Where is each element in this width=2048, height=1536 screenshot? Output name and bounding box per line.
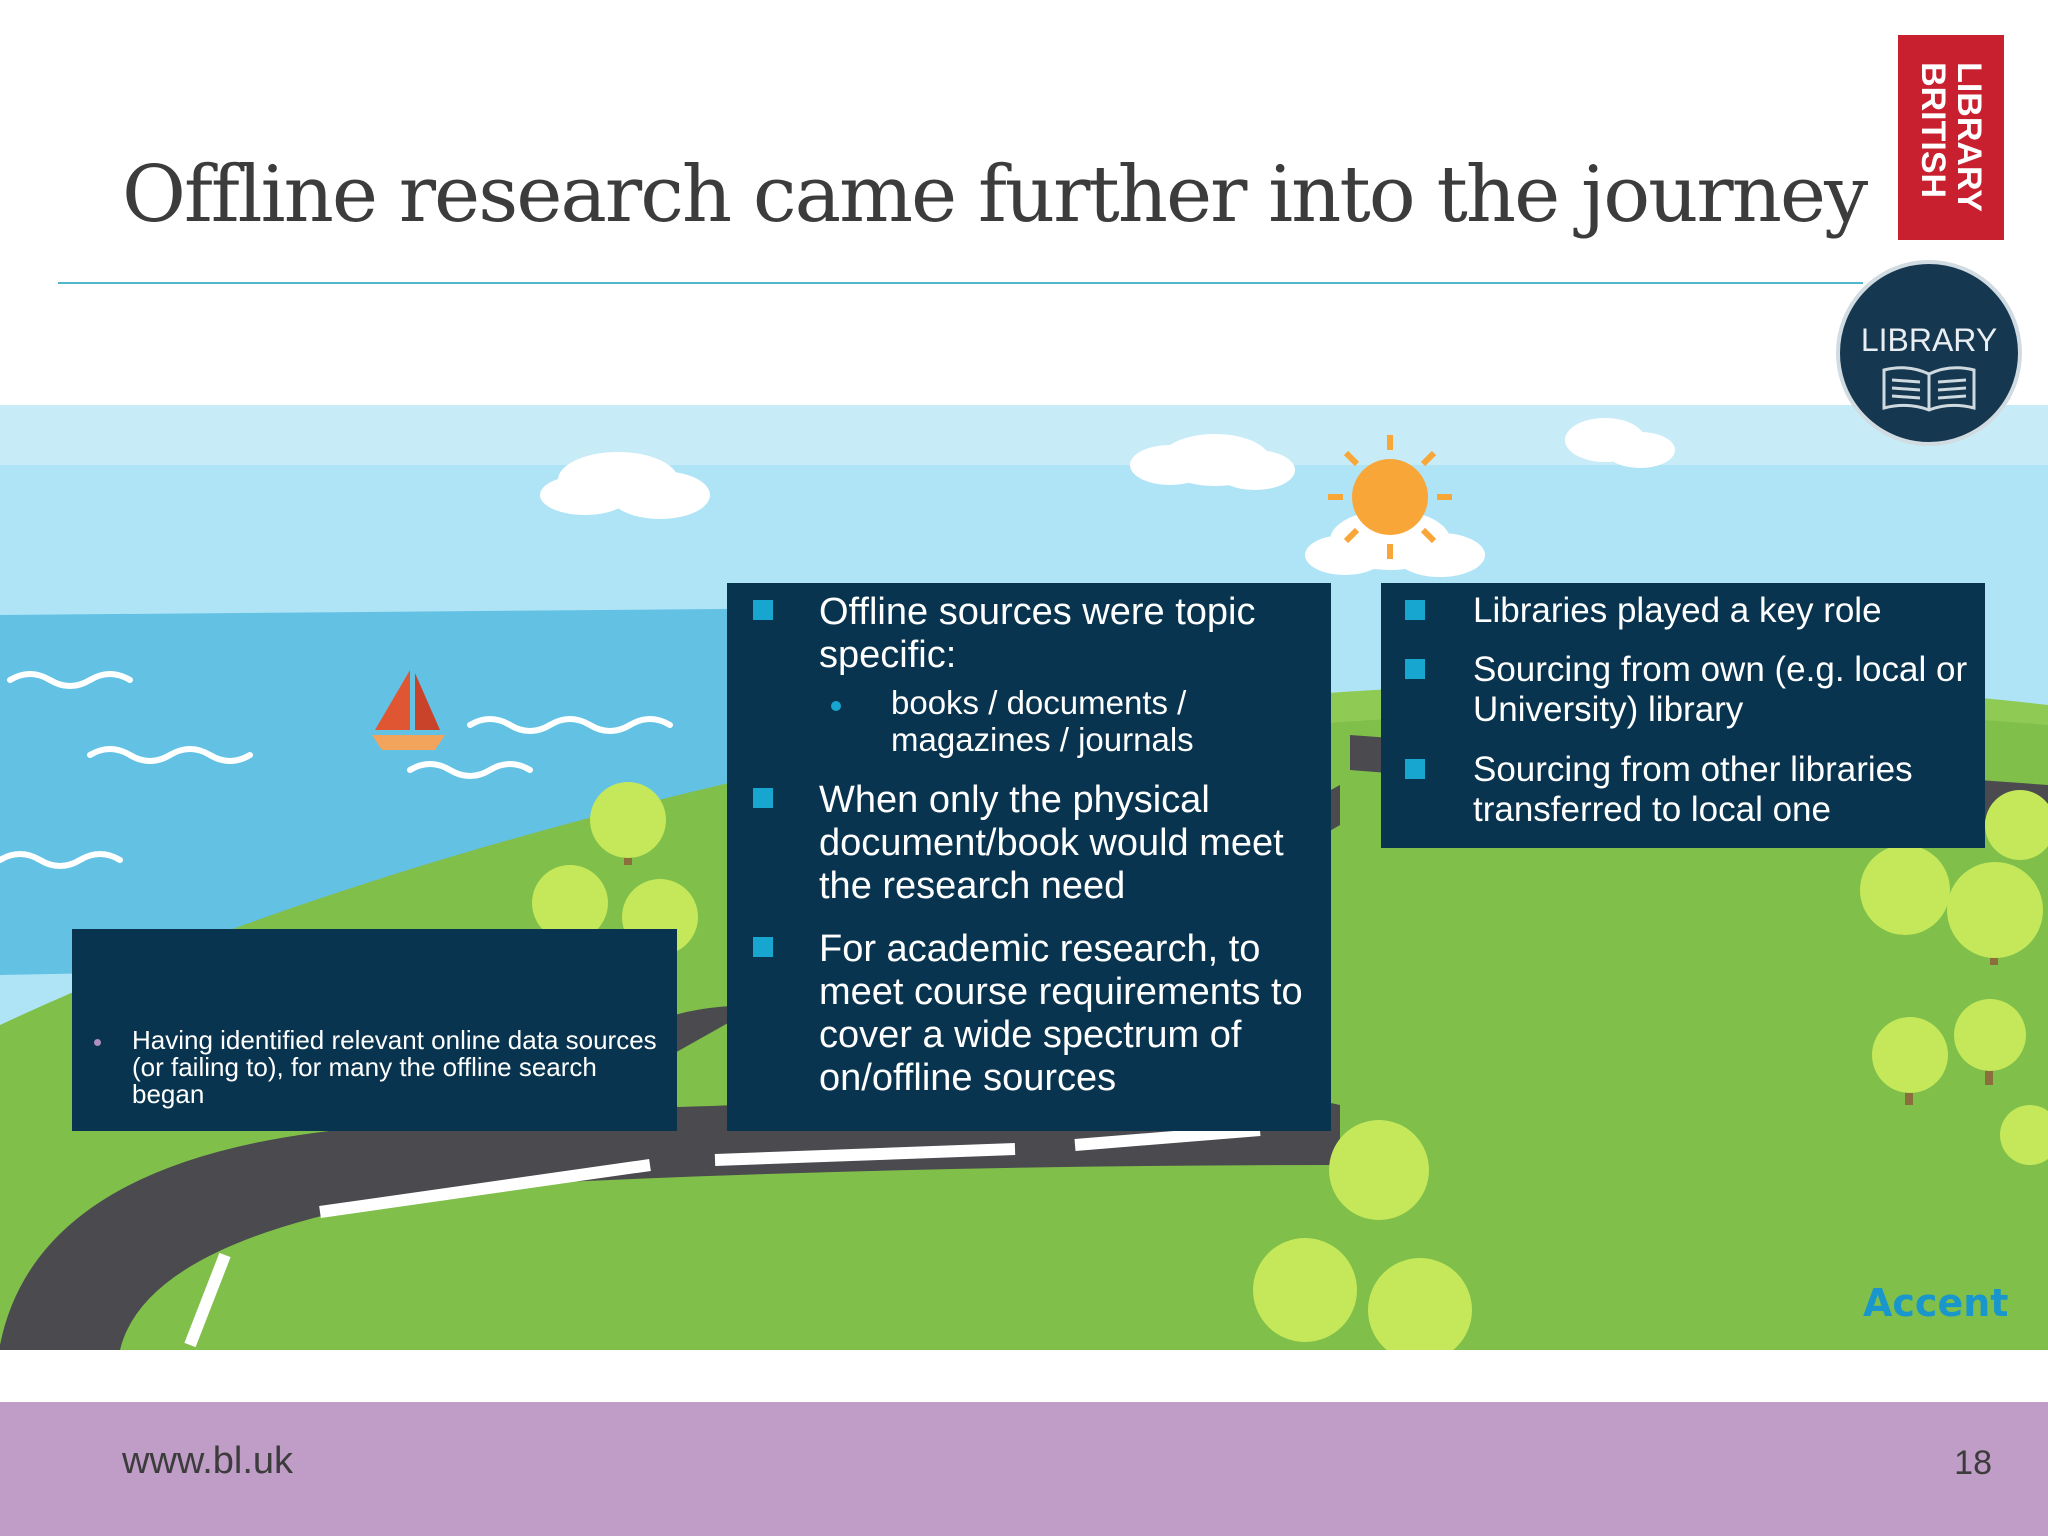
right-item-2: Sourcing from own (e.g. local or Univers… (1473, 650, 1968, 729)
bullet-square (753, 937, 773, 957)
panel-middle: Offline sources were topic specific: boo… (727, 583, 1331, 1131)
middle-sub-1: books / documents / magazines / journals (891, 684, 1194, 758)
bullet-square (1405, 659, 1425, 679)
library-badge: LIBRARY (1836, 260, 2022, 446)
british-library-logo: LIBRARY BRITISH (1898, 35, 2004, 240)
sun-icon (1328, 435, 1452, 559)
panel-left: Having identified relevant online data s… (72, 929, 677, 1131)
page-number: 18 (1954, 1444, 1992, 1482)
left-panel-text: Having identified relevant online data s… (132, 1025, 657, 1109)
bullet-dot (831, 701, 841, 711)
slide-title: Offline research came further into the j… (122, 150, 1868, 240)
british-library-logo-text: LIBRARY BRITISH (1914, 62, 1988, 212)
panel-right: Libraries played a key role Sourcing fro… (1381, 583, 1985, 848)
bullet-square (753, 788, 773, 808)
accent-logo: Accent (1863, 1281, 2009, 1325)
bullet-square (753, 600, 773, 620)
right-item-1: Libraries played a key role (1473, 591, 1882, 630)
open-book-icon (1882, 366, 1976, 412)
bl-logo-line-1: LIBRARY (1950, 62, 1988, 212)
sailboat-icon (372, 670, 445, 750)
middle-item-1: Offline sources were topic specific: (819, 591, 1256, 676)
bullet-dot (94, 1039, 101, 1046)
right-item-3: Sourcing from other libraries transferre… (1473, 750, 1913, 829)
title-divider (58, 282, 1863, 284)
middle-item-2: When only the physical document/book wou… (819, 779, 1284, 907)
footer-bar (0, 1402, 2048, 1536)
bullet-square (1405, 759, 1425, 779)
middle-item-3: For academic research, to meet course re… (819, 928, 1303, 1099)
bl-logo-line-2: BRITISH (1914, 62, 1952, 199)
cloud-icon (540, 418, 1675, 577)
bullet-square (1405, 600, 1425, 620)
footer-url[interactable]: www.bl.uk (122, 1440, 294, 1482)
library-badge-label: LIBRARY (1860, 322, 1998, 358)
